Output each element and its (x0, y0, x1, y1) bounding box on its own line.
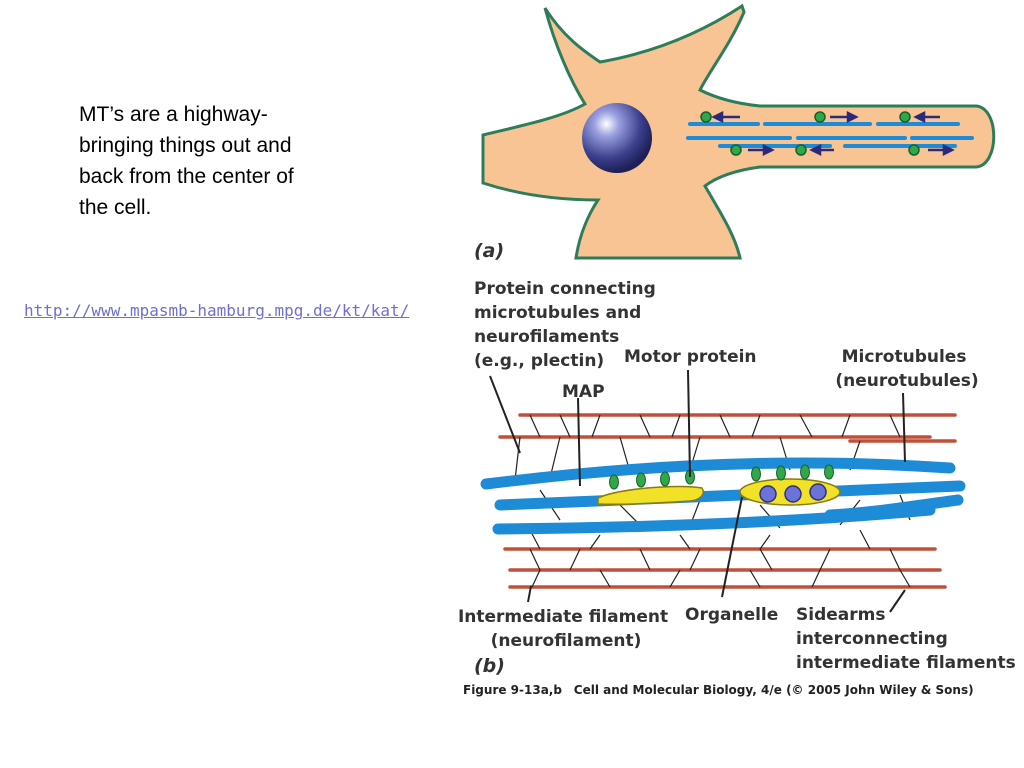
leader-lines (489, 369, 906, 613)
label-organelle: Organelle (685, 605, 778, 625)
neuron-cell (481, 3, 996, 260)
label-protein-connecting: Protein connecting microtubules and neur… (474, 279, 662, 371)
transport-arrows (711, 110, 955, 157)
caption-line: MT’s are a highway- (79, 103, 268, 126)
axon-organelles (700, 111, 920, 156)
organelle-left (597, 485, 704, 506)
source-link[interactable]: http://www.mpasmb-hamburg.mpg.de/kt/kat/ (24, 301, 410, 320)
neuron-body (481, 3, 996, 260)
nucleus (582, 103, 652, 173)
microtubules (480, 457, 966, 535)
organelle-right (739, 478, 841, 506)
label-intermediate-filament: Intermediate filament (neurofilament) (458, 607, 674, 651)
panel-b-label: (b) (474, 655, 505, 677)
label-map: MAP (562, 382, 605, 402)
label-microtubules: Microtubules (neurotubules) (835, 347, 978, 391)
intermediate-filaments (498, 413, 957, 589)
caption-line: the cell. (79, 196, 152, 219)
panel-a-label: (a) (474, 240, 504, 262)
caption-line: bringing things out and (79, 134, 292, 157)
caption-text: MT’s are a highway- bringing things out … (79, 99, 369, 223)
caption-line: back from the center of (79, 165, 294, 188)
label-motor-protein: Motor protein (624, 347, 757, 367)
motor-proteins (609, 464, 834, 490)
figure-credit: Figure 9-13a,b Cell and Molecular Biolog… (463, 683, 974, 697)
label-sidearms: Sidearms interconnecting intermediate fi… (796, 605, 1016, 673)
